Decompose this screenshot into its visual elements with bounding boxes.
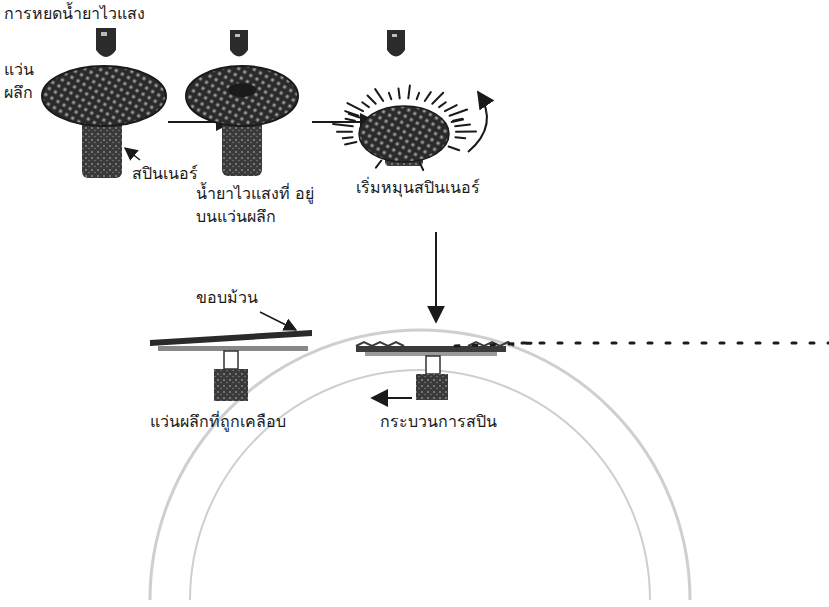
dropper xyxy=(96,28,405,57)
rotation-arrow xyxy=(468,92,487,152)
edge-label: ขอบม้วน xyxy=(196,286,258,309)
leader-arrow xyxy=(125,148,140,160)
spray-lines xyxy=(333,85,476,170)
step-title: การหยดน้ำยาไวแสง xyxy=(4,2,145,25)
wafer xyxy=(359,106,449,162)
spinning-wafer xyxy=(356,342,514,400)
flow-arrow xyxy=(435,232,437,322)
stage-caption: แว่นผลึกที่ถูกเคลือบ xyxy=(150,410,286,433)
dashed-line xyxy=(455,343,829,346)
stage-caption: น้ำยาไวแสงที่ อยู่บนแว่นผลึก xyxy=(196,182,322,228)
resist-puddle xyxy=(228,83,256,97)
wafer xyxy=(186,66,298,126)
leader-arrow xyxy=(260,312,296,330)
wafer-label: แว่น ผลึก xyxy=(4,58,48,104)
stage-caption: เริ่มหมุนสปินเนอร์ xyxy=(356,176,480,199)
spinner-label: สปินเนอร์ xyxy=(132,162,198,185)
stage-caption: กระบวนการสปิน xyxy=(380,410,497,433)
coated-wafer xyxy=(150,330,312,401)
flow-arrow xyxy=(372,397,412,399)
watermark-arc xyxy=(150,330,690,600)
wafer xyxy=(42,66,166,126)
